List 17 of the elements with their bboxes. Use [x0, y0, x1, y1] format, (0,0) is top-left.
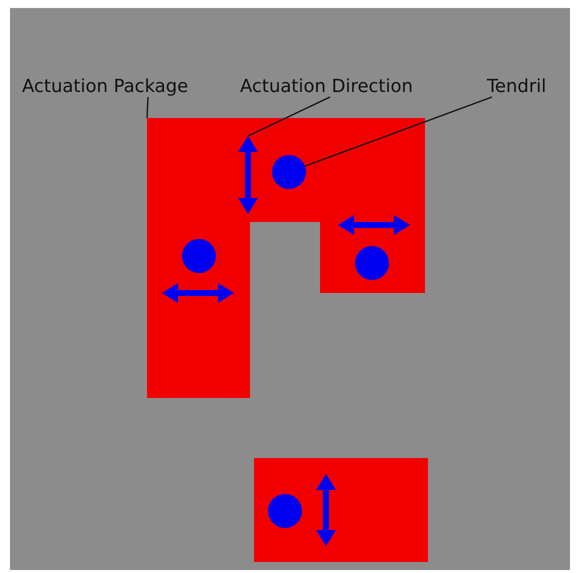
double-arrow-icon: [238, 136, 258, 214]
tendril-circle: [268, 494, 302, 528]
actuation-package-block: [147, 222, 250, 398]
double-arrow-icon: [162, 283, 234, 303]
actuation-package-block: [320, 118, 425, 293]
leader-line: [248, 96, 330, 137]
part-label: Tendril: [487, 77, 546, 97]
part-label: Actuation Package: [22, 77, 188, 97]
tendril-circle: [182, 239, 216, 273]
leader-line: [146, 96, 149, 118]
tendril-circle: [272, 155, 306, 189]
leader-line: [304, 96, 492, 167]
double-arrow-icon: [338, 215, 410, 235]
double-arrow-icon: [316, 474, 336, 546]
actuation-package-block: [254, 458, 428, 562]
part-label: Actuation Direction: [240, 77, 413, 97]
tendril-circle: [355, 246, 389, 280]
